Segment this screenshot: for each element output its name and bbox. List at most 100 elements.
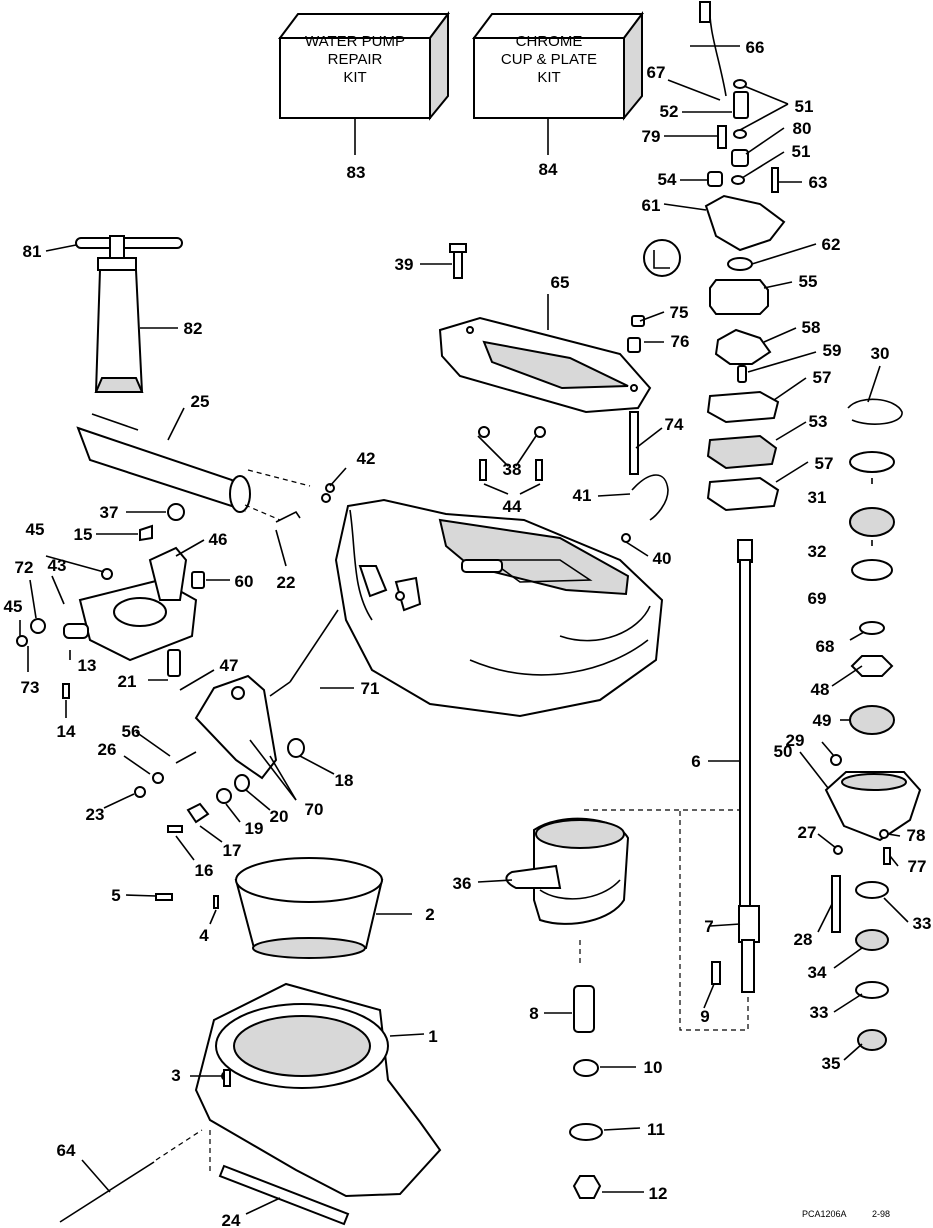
callout-68: 68 <box>816 637 835 656</box>
callout-45a: 45 <box>26 520 45 539</box>
callout-10: 10 <box>644 1058 663 1077</box>
callout-63: 63 <box>809 173 828 192</box>
callout-48: 48 <box>811 680 830 699</box>
callout-62: 62 <box>822 235 841 254</box>
callout-35: 35 <box>822 1054 841 1073</box>
callout-15: 15 <box>74 525 93 544</box>
callout-19: 19 <box>245 819 264 838</box>
callout-50: 50 <box>774 742 793 761</box>
callout-25: 25 <box>191 392 210 411</box>
callout-9: 9 <box>700 1007 709 1026</box>
drive-shaft <box>711 539 760 993</box>
callout-74: 74 <box>665 415 684 434</box>
adapter-plate <box>438 316 652 414</box>
callout-5: 5 <box>111 886 120 905</box>
callout-71: 71 <box>361 679 380 698</box>
callout-51b: 51 <box>792 142 811 161</box>
impeller <box>505 817 630 925</box>
callout-17: 17 <box>223 841 242 860</box>
callout-2: 2 <box>425 905 434 924</box>
callout-55: 55 <box>799 272 818 291</box>
callout-43: 43 <box>48 556 67 575</box>
callout-24: 24 <box>222 1211 241 1228</box>
shift-lever <box>134 674 305 833</box>
callout-82: 82 <box>184 319 203 338</box>
footer-date: 2-98 <box>872 1209 890 1219</box>
callout-77: 77 <box>908 857 927 876</box>
rod-22 <box>275 510 301 523</box>
callout-33a: 33 <box>913 914 932 933</box>
callout-79: 79 <box>642 127 661 146</box>
callout-1: 1 <box>428 1027 437 1046</box>
callout-27: 27 <box>798 823 817 842</box>
misc-small-parts <box>155 243 669 1087</box>
callout-83: 83 <box>347 163 366 182</box>
callout-54: 54 <box>658 170 677 189</box>
intake-housing <box>334 498 664 718</box>
callout-12: 12 <box>649 1184 668 1203</box>
callout-45b: 45 <box>4 597 23 616</box>
callout-13: 13 <box>78 656 97 675</box>
callout-67: 67 <box>647 63 666 82</box>
seals-bearings <box>824 398 922 1051</box>
strap-24 <box>209 1130 350 1226</box>
kit-84-line-3: KIT <box>537 69 560 86</box>
callout-51a: 51 <box>795 97 814 116</box>
callout-64: 64 <box>57 1141 76 1160</box>
callout-14: 14 <box>57 722 76 741</box>
kit-83-line-3: KIT <box>343 69 366 86</box>
kit-box-water-pump: WATER PUMP REPAIR KIT <box>278 11 450 121</box>
callout-20: 20 <box>270 807 289 826</box>
kit-box-chrome-cup-plate: CHROME CUP & PLATE KIT <box>472 11 644 121</box>
callout-39: 39 <box>395 255 414 274</box>
grease-gun <box>75 235 183 393</box>
callout-21: 21 <box>118 672 137 691</box>
link-rod <box>269 609 339 697</box>
callout-57b: 57 <box>815 454 834 473</box>
callout-70: 70 <box>305 800 324 819</box>
kit-83-line-2: REPAIR <box>328 51 383 68</box>
callout-31: 31 <box>808 488 827 507</box>
callout-28: 28 <box>794 930 813 949</box>
callout-30: 30 <box>871 344 890 363</box>
callout-69: 69 <box>808 589 827 608</box>
callout-49: 49 <box>813 711 832 730</box>
callout-33b: 33 <box>810 1003 829 1022</box>
callout-29: 29 <box>786 731 805 750</box>
kit-84-line-1: CHROME <box>516 33 583 50</box>
callout-3: 3 <box>171 1066 180 1085</box>
callout-40: 40 <box>653 549 672 568</box>
shift-tube <box>76 413 311 521</box>
jet-housing <box>194 982 442 1198</box>
callout-23: 23 <box>86 805 105 824</box>
callout-75: 75 <box>670 303 689 322</box>
callout-22: 22 <box>277 573 296 592</box>
callout-38: 38 <box>503 460 522 479</box>
callout-37: 37 <box>100 503 119 522</box>
bearing-cup <box>234 857 384 959</box>
footer-code: PCA1206A <box>802 1209 847 1219</box>
callout-81: 81 <box>23 242 42 261</box>
callout-47: 47 <box>220 656 239 675</box>
shaft-stack <box>569 985 603 1199</box>
callout-6: 6 <box>691 752 700 771</box>
callout-52: 52 <box>660 102 679 121</box>
callout-61: 61 <box>642 196 661 215</box>
callout-34: 34 <box>808 963 827 982</box>
callout-16: 16 <box>195 861 214 880</box>
callout-56: 56 <box>122 722 141 741</box>
callout-57a: 57 <box>813 368 832 387</box>
callout-80: 80 <box>793 119 812 138</box>
callout-78: 78 <box>907 826 926 845</box>
callout-4: 4 <box>199 926 209 945</box>
callout-26: 26 <box>98 740 117 759</box>
callout-58: 58 <box>802 318 821 337</box>
callout-36: 36 <box>453 874 472 893</box>
callout-73: 73 <box>21 678 40 697</box>
kit-83-line-1: WATER PUMP <box>305 33 405 50</box>
callout-7: 7 <box>704 917 713 936</box>
leader-lines <box>19 45 909 1215</box>
callout-60: 60 <box>235 572 254 591</box>
callout-59: 59 <box>823 341 842 360</box>
